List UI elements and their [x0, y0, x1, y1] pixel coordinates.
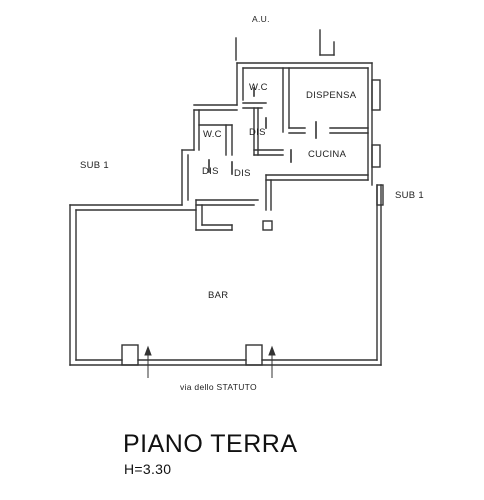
street-label: via dello STATUTO: [180, 382, 257, 392]
sub-right-label: SUB 1: [395, 190, 424, 201]
dis-right-label: DIS: [234, 168, 251, 179]
entrance-arrows: [144, 345, 276, 378]
dispensa-label: DISPENSA: [306, 90, 357, 101]
au-label: A.U.: [252, 14, 270, 24]
bar-label: BAR: [208, 290, 229, 301]
pillar: [262, 220, 273, 231]
entrance-doors: [121, 344, 263, 366]
au-boundary: [235, 29, 335, 61]
outer-wall: [69, 184, 382, 366]
dis-left-label: DIS: [202, 166, 219, 177]
dis-upper-label: DIS: [249, 127, 266, 138]
cucina-label: CUCINA: [308, 149, 347, 160]
service-block-walls: [181, 62, 373, 231]
window-marks: [371, 79, 384, 206]
ceiling-height: H=3.30: [124, 461, 172, 477]
wc-lower-label: W.C: [203, 129, 222, 140]
door-marks: [208, 87, 317, 175]
sub-left-label: SUB 1: [80, 160, 109, 171]
wc-upper-label: W.C: [249, 82, 268, 93]
plan-title: PIANO TERRA: [123, 430, 298, 458]
